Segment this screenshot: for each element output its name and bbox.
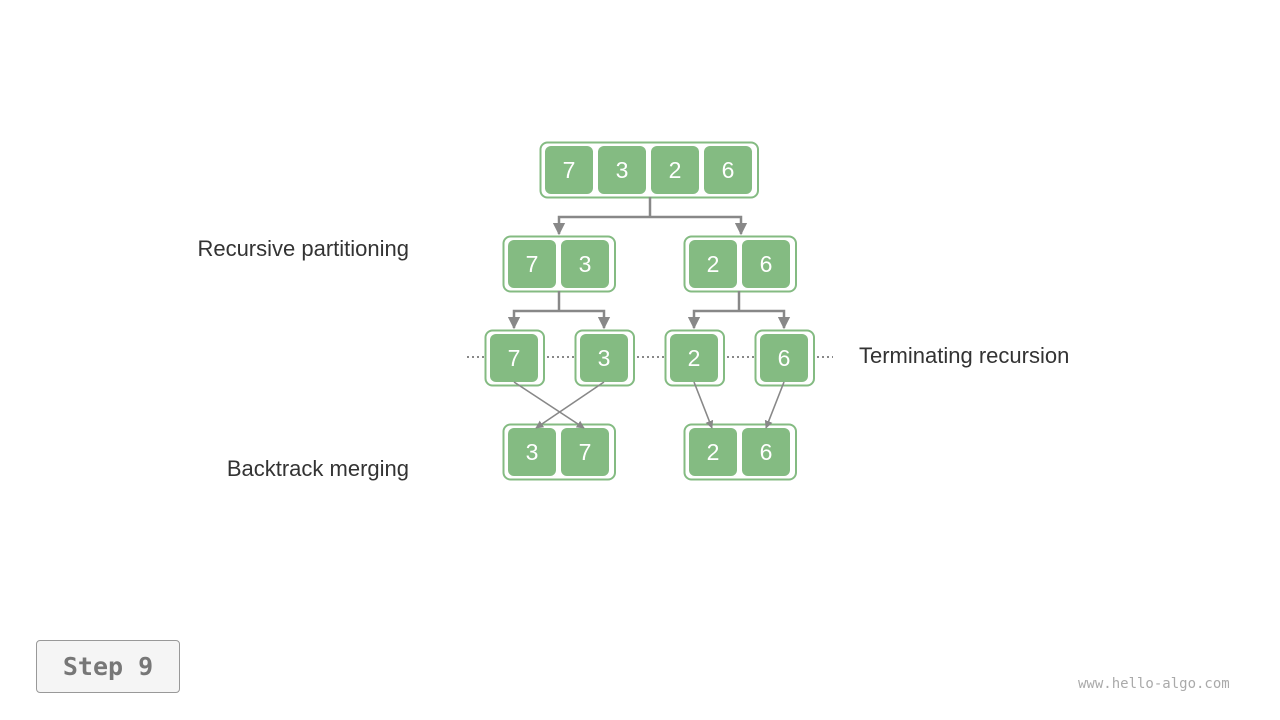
- merge-arrow: [513, 381, 585, 429]
- merge-arrow: [693, 381, 714, 429]
- cell-value: 3: [579, 251, 592, 277]
- cell-value: 7: [563, 157, 576, 183]
- array-cell: [545, 146, 593, 194]
- footer-watermark: www.hello-algo.com: [1078, 676, 1230, 692]
- array-cell: [490, 334, 538, 382]
- array-cell: [689, 428, 737, 476]
- split-arrow: [739, 309, 791, 330]
- merge-arrow: [535, 381, 605, 429]
- merge-arrow: [764, 381, 785, 429]
- terminating-recursion-label: Terminating recursion: [859, 343, 1070, 368]
- array-cell: [580, 334, 628, 382]
- cell-value: 3: [598, 345, 611, 371]
- cell-value: 2: [688, 345, 701, 371]
- split-arrow: [507, 309, 559, 330]
- cell-value: 2: [707, 251, 720, 277]
- array-cell: [598, 146, 646, 194]
- split-arrow: [650, 215, 748, 236]
- array-cell: [508, 240, 556, 288]
- split-arrow: [552, 215, 650, 236]
- backtrack-merging-label: Backtrack merging: [226, 456, 409, 481]
- cell-value: 7: [579, 439, 592, 465]
- cell-value: 6: [778, 345, 791, 371]
- cell-value: 2: [707, 439, 720, 465]
- array-cell: [742, 240, 790, 288]
- array-cell: [760, 334, 808, 382]
- step-indicator: Step 9: [36, 640, 180, 693]
- array-cell: [689, 240, 737, 288]
- recursive-partitioning-label: Recursive partitioning: [197, 236, 409, 261]
- array-cell: [651, 146, 699, 194]
- cell-value: 7: [508, 345, 521, 371]
- cell-value: 7: [526, 251, 539, 277]
- array-cell: [561, 428, 609, 476]
- cell-value: 6: [760, 251, 773, 277]
- cell-value: 3: [616, 157, 629, 183]
- cell-value: 6: [760, 439, 773, 465]
- array-cell: [508, 428, 556, 476]
- array-cell: [704, 146, 752, 194]
- array-cell: [742, 428, 790, 476]
- cell-value: 6: [722, 157, 735, 183]
- split-arrow: [559, 309, 611, 330]
- array-cell: [670, 334, 718, 382]
- split-arrow: [687, 309, 739, 330]
- cell-value: 2: [669, 157, 682, 183]
- array-cell: [561, 240, 609, 288]
- cell-value: 3: [526, 439, 539, 465]
